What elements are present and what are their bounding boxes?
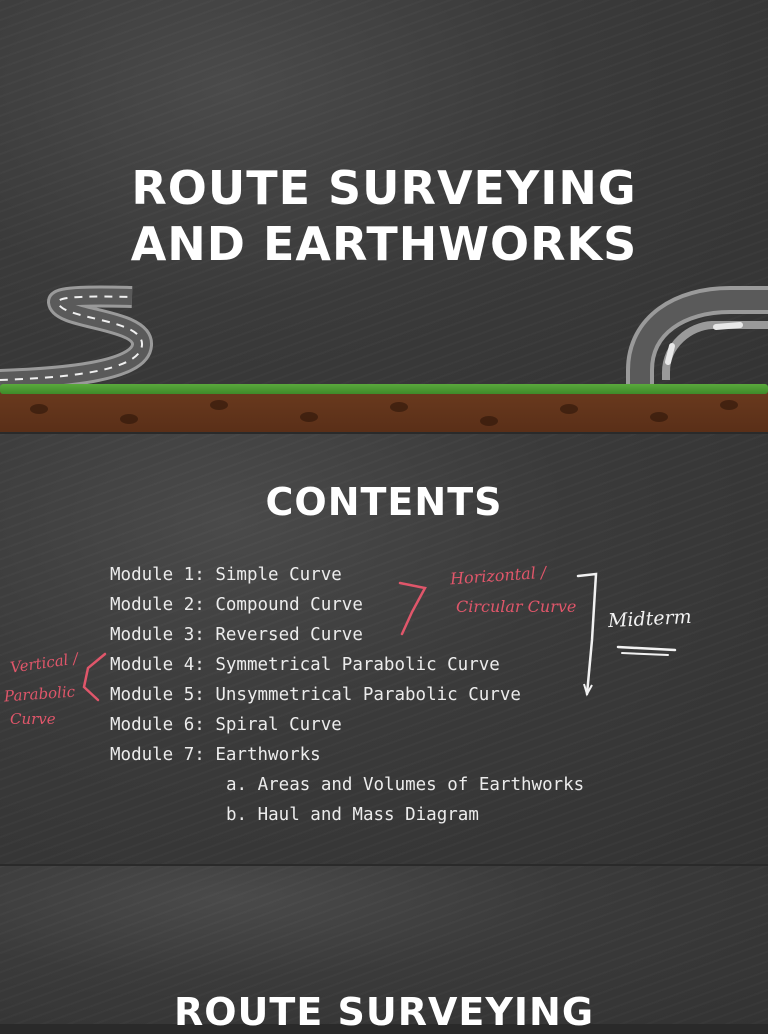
list-item: Module 7: Earthworks xyxy=(110,745,321,765)
road-curve-icon xyxy=(626,286,768,395)
list-item: Module 4: Symmetrical Parabolic Curve xyxy=(110,655,500,675)
list-subitem: b. Haul and Mass Diagram xyxy=(226,805,479,825)
title-line-2: AND EARTHWORKS xyxy=(130,217,638,271)
annotation-midterm: Midterm xyxy=(607,605,693,633)
partial-slide-title: ROUTE SURVEYING xyxy=(173,990,595,1034)
list-subitem: a. Areas and Volumes of Earthworks xyxy=(226,775,585,795)
slide-title: ROUTE SURVEYING AND EARTHWORKS xyxy=(0,160,768,272)
title-slide: ROUTE SURVEYING AND EARTHWORKS xyxy=(0,0,768,432)
list-item: Module 2: Compound Curve xyxy=(110,595,363,615)
title-line-1: ROUTE SURVEYING xyxy=(131,161,637,215)
contents-list: Module 1: Simple Curve Module 2: Compoun… xyxy=(110,560,584,830)
annotation-vertical-line3: Curve xyxy=(10,710,56,728)
annotation-horizontal-line2: Circular Curve xyxy=(456,597,577,616)
list-item: Module 3: Reversed Curve xyxy=(110,625,363,645)
handwritten-brackets xyxy=(82,572,677,702)
winding-road-icon xyxy=(0,285,153,391)
road-illustration xyxy=(0,285,768,395)
ground-strip xyxy=(0,384,768,432)
list-item: Module 6: Spiral Curve xyxy=(110,715,342,735)
contents-title: CONTENTS xyxy=(265,480,503,524)
list-item: Module 5: Unsymmetrical Parabolic Curve xyxy=(110,685,521,705)
list-item: Module 1: Simple Curve xyxy=(110,565,342,585)
title-slide-repeat xyxy=(0,866,768,1024)
